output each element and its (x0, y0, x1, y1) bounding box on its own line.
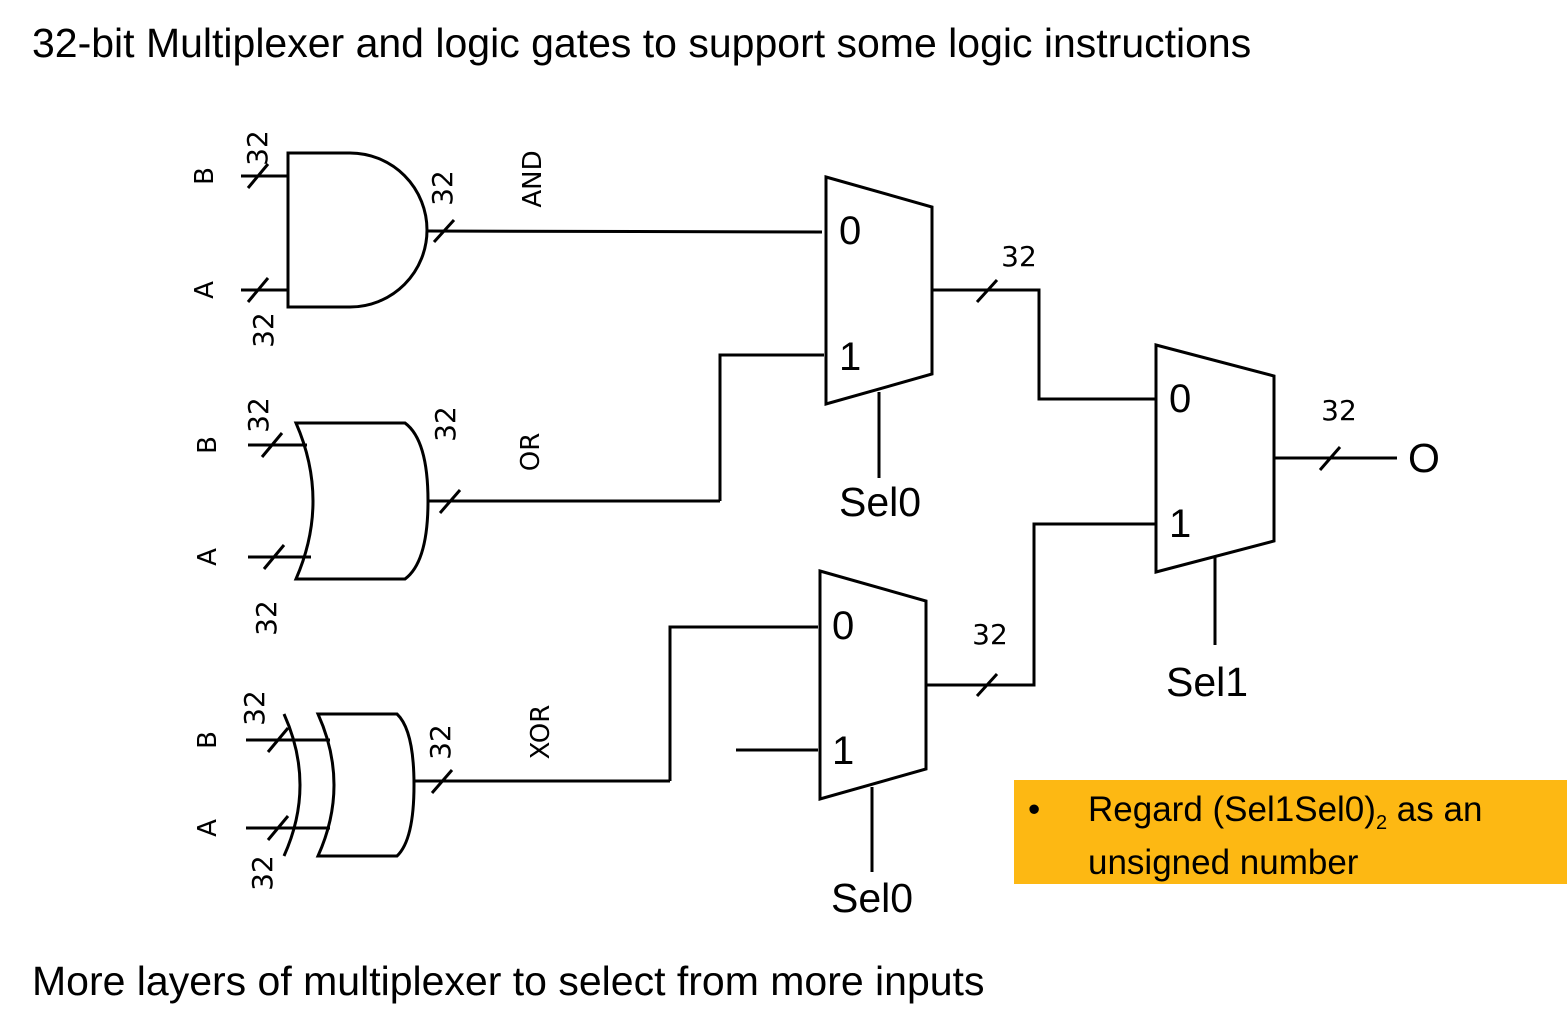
mux-bottom-select-label: Sel0 (831, 875, 913, 921)
xor-gate-label: XOR (526, 705, 556, 760)
output-o-label: O (1408, 435, 1440, 481)
and-gate: B A 32 32 32 AND (190, 130, 823, 348)
mux-top-input-1: 1 (839, 335, 861, 379)
mux-final-select-label: Sel1 (1166, 659, 1248, 705)
or-width-a: 32 (250, 600, 283, 636)
or-width-out: 32 (429, 406, 462, 442)
mux-final-width-out: 32 (1321, 394, 1357, 427)
mux-top-select-label: Sel0 (839, 479, 921, 525)
slide-footer: More layers of multiplexer to select fro… (32, 958, 985, 1004)
note-box: • Regard (Sel1Sel0)2 as an unsigned numb… (1014, 780, 1567, 884)
or-input-a-label: A (193, 548, 223, 566)
mux-bottom-width-out: 32 (972, 618, 1008, 651)
note-text-subscript: 2 (1375, 812, 1388, 834)
mux-bottom-input-1: 1 (832, 729, 854, 773)
xor-width-a: 32 (246, 855, 279, 891)
or-gate-label: OR (516, 433, 546, 472)
and-width-out: 32 (426, 170, 459, 206)
note-text-post: as an unsigned number (1088, 790, 1483, 882)
slide-title: 32-bit Multiplexer and logic gates to su… (32, 20, 1252, 66)
note-bullet: • (1028, 790, 1041, 829)
and-width-b: 32 (241, 130, 274, 166)
and-input-b-label: B (190, 167, 220, 185)
wiring (668, 278, 1397, 781)
mux-final-input-1: 1 (1169, 502, 1191, 546)
mux-bottom-input-0: 0 (832, 604, 854, 648)
xor-input-a-label: A (193, 819, 223, 837)
and-input-a-label: A (190, 281, 220, 299)
mux-final-input-0: 0 (1169, 377, 1191, 421)
or-input-b-label: B (193, 436, 223, 454)
or-gate: B A 32 32 32 OR (193, 397, 720, 636)
xor-input-b-label: B (193, 731, 223, 749)
mux-top: 0 1 Sel0 32 (824, 175, 1037, 525)
or-width-b: 32 (242, 397, 275, 433)
and-width-a: 32 (247, 312, 280, 348)
xor-gate: B A 32 32 32 XOR (193, 690, 670, 891)
mux-top-input-0: 0 (839, 209, 861, 253)
mux-bottom: 0 1 Sel0 32 (818, 569, 1008, 921)
xor-width-b: 32 (238, 690, 271, 726)
note-text: Regard (Sel1Sel0)2 as an unsigned number (1088, 790, 1549, 884)
xor-width-out: 32 (424, 724, 457, 760)
and-gate-label: AND (518, 150, 548, 207)
note-text-pre: Regard (Sel1Sel0) (1088, 790, 1376, 829)
mux-final: 0 1 Sel1 32 O (1154, 343, 1440, 705)
mux-top-width-out: 32 (1001, 240, 1037, 273)
